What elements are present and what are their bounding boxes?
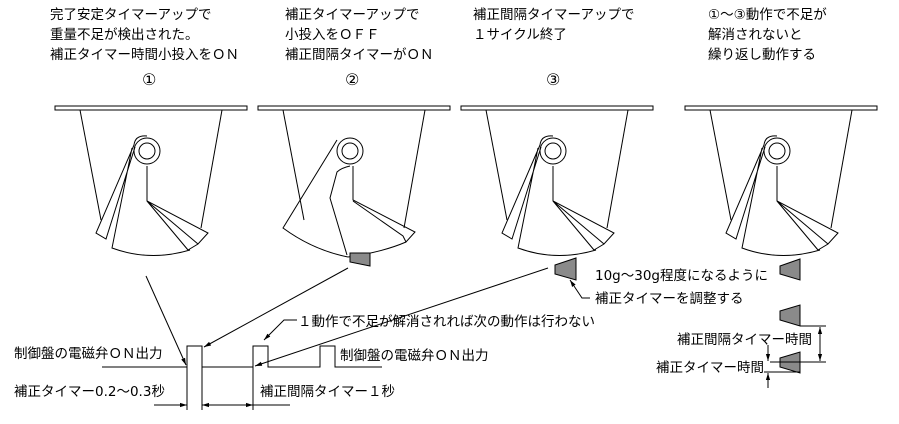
pivot-shaft: [768, 142, 786, 160]
hopper-wall-right: [403, 109, 426, 229]
interval-time-label: 補正間隔タイマー時間: [677, 332, 812, 348]
step-1-line-3: 補正タイマー時間小投入をＯＮ: [50, 47, 239, 63]
pivot-ring: [133, 137, 161, 165]
hoppers: [54, 105, 878, 258]
hopper-wall-right: [830, 109, 853, 229]
step-2-number: ②: [345, 70, 359, 89]
step-2-description: 補正タイマーアップで 小投入をＯＦＦ 補正間隔タイマーがＯＮ ②: [285, 7, 434, 89]
hopper-wall-right: [200, 109, 223, 229]
note-leader: [263, 319, 297, 341]
dropped-weight-step-2: [349, 252, 371, 267]
hopper-wall-left: [79, 109, 102, 221]
step-1-number: ①: [142, 70, 156, 89]
hopper-wall-right: [606, 109, 629, 229]
interval-timer-label: 補正間隔タイマー１秒: [260, 384, 395, 400]
step-1-line-2: 重量不足が検出された。: [50, 27, 199, 43]
pivot-ring: [539, 137, 567, 165]
step-2-line-3: 補正間隔タイマーがＯＮ: [285, 47, 434, 63]
dropped-weight-repeat-1: [779, 258, 801, 281]
hopper-3: [460, 105, 654, 257]
step-3-description: 補正間隔タイマーアップで １サイクル終了 ③: [473, 7, 634, 89]
output-label-right: 制御盤の電磁弁ＯＮ出力: [340, 348, 489, 364]
correction-timer-label: 補正タイマー0.2～0.3秒: [14, 384, 165, 400]
adjust-line-2: 補正タイマーを調整する: [595, 291, 744, 307]
repeat-line-1: ①～③動作で不足が: [708, 7, 827, 23]
mounting-plate: [684, 105, 878, 111]
gate-closed: [501, 135, 615, 257]
step-1-description: 完了安定タイマーアップで 重量不足が検出された。 補正タイマー時間小投入をＯＮ …: [50, 7, 239, 89]
repeat-description: ①～③動作で不足が 解消されないと 繰り返し動作する: [708, 7, 827, 63]
adjust-line-1: 10g～30g程度になるように: [595, 268, 768, 284]
leader-step-1: [145, 275, 187, 366]
gate-closed: [95, 135, 209, 257]
dropped-weight-repeat-2: [779, 304, 801, 327]
solenoid-output-signal: [102, 345, 382, 368]
single-action-note: １動作で不足が解消されれば次の動作は行わない: [298, 314, 595, 330]
output-label-left: 制御盤の電磁弁ＯＮ出力: [14, 346, 163, 362]
step-3-line-1: 補正間隔タイマーアップで: [473, 7, 634, 23]
mounting-plate: [257, 105, 451, 111]
step-2-line-2: 小投入をＯＦＦ: [285, 27, 380, 43]
leader-step-3: [254, 267, 549, 367]
pivot-ring: [336, 137, 364, 165]
hopper-wall-left: [282, 109, 305, 221]
gate-closed: [725, 135, 839, 257]
repeat-line-2: 解消されないと: [708, 27, 803, 43]
step-2-line-1: 補正タイマーアップで: [285, 7, 419, 23]
pivot-shaft: [544, 142, 562, 160]
hopper-1: [54, 105, 248, 257]
step-3-line-2: １サイクル終了: [473, 27, 567, 43]
hopper-4: [684, 105, 878, 257]
pivot-shaft: [341, 142, 359, 160]
mounting-plate: [460, 105, 654, 111]
step-3-number: ③: [546, 70, 560, 89]
step-1-line-1: 完了安定タイマーアップで: [50, 7, 211, 23]
dropped-weight-step-3: [554, 257, 577, 281]
hopper-wall-left: [709, 109, 732, 221]
pivot-shaft: [138, 142, 156, 160]
correction-time-label: 補正タイマー時間: [656, 360, 764, 376]
pivot-ring: [763, 137, 791, 165]
hopper-2: [257, 105, 451, 258]
hopper-wall-left: [485, 109, 508, 221]
leader-step-2: [203, 267, 349, 348]
adjust-leader: [569, 279, 590, 299]
repeat-line-3: 繰り返し動作する: [708, 47, 816, 63]
mounting-plate: [54, 105, 248, 111]
gate-open: [282, 139, 416, 258]
